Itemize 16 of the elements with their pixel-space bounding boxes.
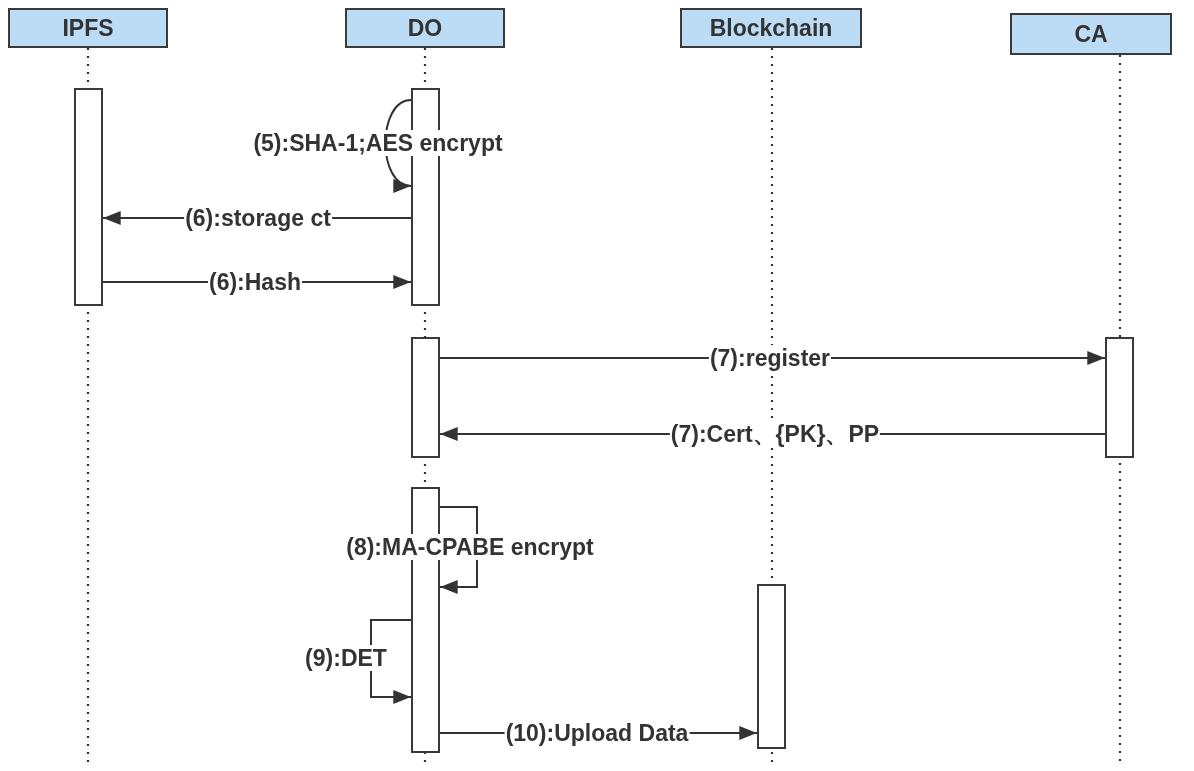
edge-label: (9):DET [304,645,388,671]
activation-bar [74,88,103,306]
activation-bar [1105,337,1134,458]
edge-label: (10):Upload Data [504,720,690,746]
edge-label: (5):SHA-1;AES encrypt [252,130,504,156]
edge-label: (7):register [708,345,832,371]
edge-label: (6):Hash [208,269,302,295]
edge-label: (6):storage ct [184,205,332,231]
participant-box: CA [1010,13,1172,55]
activation-bar [757,584,786,749]
participant-box: Blockchain [680,8,862,48]
activation-bar [411,337,440,458]
edge-label: (7):Cert、{PK}、PP [669,421,881,447]
participant-box: DO [345,8,505,48]
edge-label: (8):MA-CPABE encrypt [345,534,595,560]
participant-box: IPFS [8,8,168,48]
